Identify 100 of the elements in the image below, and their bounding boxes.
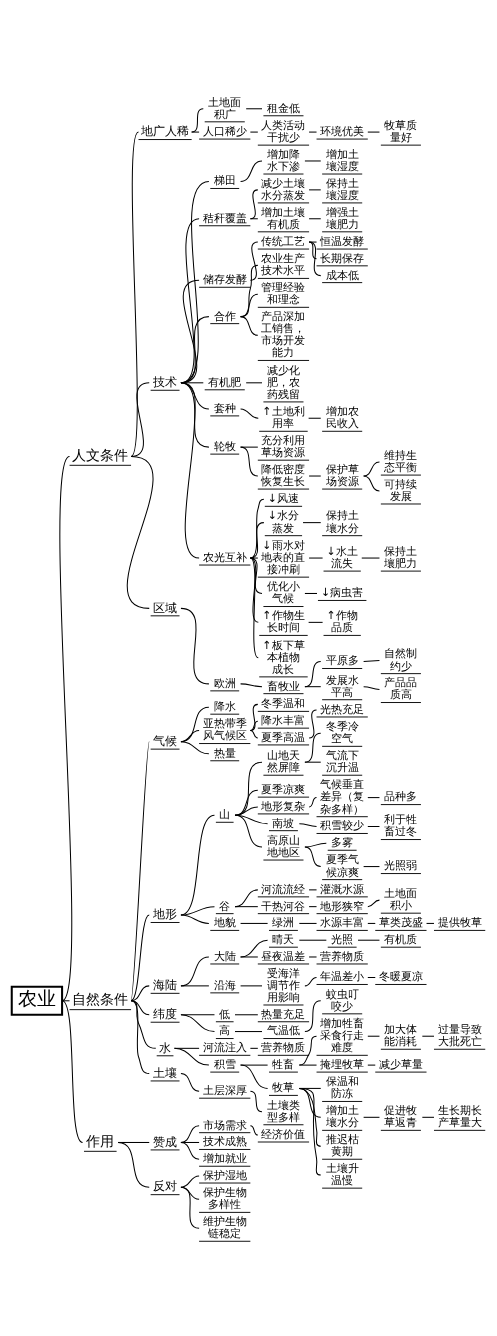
node-text: 热量充足 xyxy=(261,1007,306,1021)
connector xyxy=(298,1064,318,1066)
node-text: 保护湿地 xyxy=(202,1168,247,1182)
node-text: ↑作物生长时间 xyxy=(262,608,305,634)
connector xyxy=(304,976,318,986)
connector xyxy=(130,381,150,457)
node-text: 合作 xyxy=(213,309,236,323)
node-text: 区域 xyxy=(153,600,178,615)
node-text: 环境优美 xyxy=(320,124,365,138)
connector xyxy=(240,682,263,687)
node-text: 生长期长产草量大 xyxy=(437,1103,482,1129)
node-text: 光热充足 xyxy=(320,702,365,716)
node-text: 水 xyxy=(159,1040,172,1054)
connector xyxy=(367,796,380,798)
connector xyxy=(304,592,318,594)
node-text: 维持生态平衡 xyxy=(384,448,418,474)
node-text: 推迟枯黄期 xyxy=(325,1132,359,1158)
node-text: 增强土壤肥力 xyxy=(325,205,359,231)
connector xyxy=(298,939,327,941)
connector xyxy=(308,217,322,219)
connector xyxy=(298,822,318,827)
connector xyxy=(180,984,210,986)
node-text: 大陆 xyxy=(213,949,236,963)
connector xyxy=(249,720,259,731)
connector xyxy=(249,729,259,738)
connector xyxy=(180,729,200,742)
connector xyxy=(234,1013,259,1015)
node-text: 南坡 xyxy=(272,816,295,830)
connector xyxy=(180,180,210,383)
node-text: 利于牲畜过冬 xyxy=(384,812,418,838)
connector xyxy=(180,1072,200,1092)
node-text: 地形复杂 xyxy=(261,799,306,813)
node-text: ↓病虫害 xyxy=(320,585,364,599)
node-text: 产品深加工销售，市场开发能力 xyxy=(261,309,306,359)
connector xyxy=(363,865,380,867)
connector xyxy=(180,217,200,383)
connector xyxy=(249,188,259,219)
connector xyxy=(245,381,263,383)
node-text: 昼夜温差 xyxy=(261,949,306,963)
node-text: 绿洲 xyxy=(272,915,295,929)
connector xyxy=(308,417,322,419)
node-text: ↑作物品质 xyxy=(326,608,358,634)
node-text: 土地面积小 xyxy=(384,886,418,912)
connector xyxy=(240,955,259,957)
node-text: 受海洋调节作用影响 xyxy=(266,966,300,1004)
node-text: 增加土壤湿度 xyxy=(325,147,359,173)
node-text: 掩埋牧草 xyxy=(320,1057,365,1071)
connector xyxy=(240,293,259,317)
node-text: 保持土壤湿度 xyxy=(325,176,359,202)
node-text: 农光互补 xyxy=(202,550,247,564)
connector xyxy=(421,1035,435,1037)
connector xyxy=(363,685,380,690)
connector xyxy=(180,1013,215,1032)
connector xyxy=(367,825,380,827)
node-text: 品种多 xyxy=(384,789,418,803)
connector xyxy=(117,1141,150,1188)
connector xyxy=(363,475,380,491)
node-text: 夏季气候凉爽 xyxy=(325,852,359,879)
connector xyxy=(249,557,263,594)
connector xyxy=(240,939,269,957)
node-text: 维护生物链稳定 xyxy=(202,1214,247,1240)
connector xyxy=(180,1186,200,1229)
node-text: 纬度 xyxy=(153,1006,178,1021)
node-text: ↓水分蒸发 xyxy=(267,508,300,535)
connector xyxy=(234,789,259,816)
connector xyxy=(180,706,210,742)
node-text: 自然条件 xyxy=(72,990,129,1007)
node-text: 赞成 xyxy=(153,1134,178,1149)
connector xyxy=(367,899,380,907)
node-text: 技术 xyxy=(153,374,178,389)
connector xyxy=(180,279,200,383)
connector xyxy=(298,1087,322,1176)
connector xyxy=(421,1116,435,1118)
node-text: 秸秆覆盖 xyxy=(202,211,247,225)
node-text: 欧洲 xyxy=(213,676,236,690)
connector xyxy=(240,446,259,477)
node-text: 作用 xyxy=(86,1132,115,1149)
node-text: 降水丰富 xyxy=(261,713,306,727)
node-text: 夏季凉爽 xyxy=(261,782,306,796)
connector xyxy=(304,732,322,763)
node-text: 蚊虫叮咬少 xyxy=(325,987,359,1013)
node-text: 保护生物多样性 xyxy=(202,1185,247,1211)
connector xyxy=(249,521,265,559)
connector xyxy=(308,905,318,907)
connector xyxy=(249,557,259,623)
connector xyxy=(363,1116,380,1118)
connector xyxy=(302,521,322,523)
node-text: 增加农民收入 xyxy=(325,404,359,430)
connector xyxy=(363,659,380,662)
connector xyxy=(240,264,259,317)
node-text: 促进牧草返青 xyxy=(384,1103,418,1129)
node-text: 梯田 xyxy=(213,173,236,187)
node-text: 降低密度恢复生长 xyxy=(261,462,306,488)
connector xyxy=(234,814,263,847)
node-text: 轮牧 xyxy=(213,439,236,453)
node-text: 营养物质 xyxy=(320,949,365,963)
connector xyxy=(180,814,215,916)
node-text: 高 xyxy=(219,1023,231,1037)
node-text: 市场需求 xyxy=(202,1118,247,1132)
connector xyxy=(308,241,322,276)
